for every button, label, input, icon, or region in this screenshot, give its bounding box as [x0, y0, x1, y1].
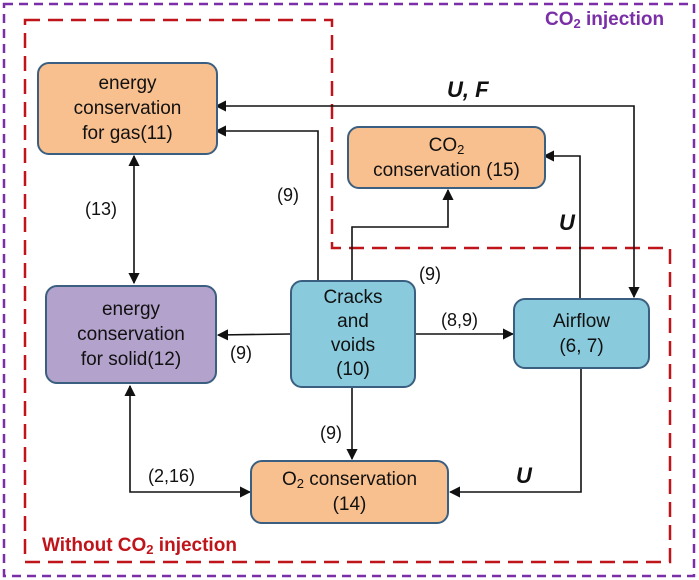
node-cracks-line2: and	[337, 311, 369, 332]
node-airflow-line1: Airflow	[552, 310, 610, 332]
node-energy-solid-line2: conservation	[77, 324, 185, 345]
node-cracks-line1: Cracks	[323, 287, 383, 308]
label-cracks-gas: (9)	[277, 185, 299, 205]
node-airflow[interactable]: Airflow (6, 7)	[513, 298, 650, 369]
label-u-f: U, F	[447, 77, 489, 102]
node-o2-line1: O2 conservation	[281, 469, 418, 491]
node-o2-conservation[interactable]: O2 conservation (14)	[250, 460, 449, 524]
arrow-airflow-co2	[542, 150, 581, 298]
node-co2-line2: conservation (15)	[373, 159, 520, 181]
label-cracks-solid: (9)	[230, 343, 252, 363]
label-solid-o2: (2,16)	[148, 466, 196, 486]
arrow-cracks-co2	[351, 188, 454, 281]
arrow-cracks-solid	[216, 329, 291, 341]
node-energy-solid[interactable]: energy conservation for solid(12)	[45, 285, 217, 384]
label-u-co2: U	[559, 210, 575, 235]
without-co2-injection-label: Without CO2 injection	[42, 535, 237, 557]
label-gas-solid: (13)	[85, 199, 118, 219]
node-energy-solid-line1: energy	[101, 299, 161, 320]
node-energy-gas-line2: conservation	[73, 98, 182, 119]
node-airflow-line2: (6, 7)	[559, 335, 604, 357]
node-energy-gas[interactable]: energy conservation for gas(11)	[37, 62, 218, 155]
label-cracks-co2: (9)	[419, 264, 441, 284]
label-cracks-airflow: (8,9)	[441, 310, 479, 330]
label-u-o2: U	[516, 463, 532, 488]
arrow-airflow-o2	[448, 369, 582, 498]
label-cracks-o2: (9)	[320, 423, 342, 443]
node-energy-gas-line1: energy	[98, 73, 157, 94]
arrow-solid-o2	[124, 384, 252, 498]
node-cracks-line4: (10)	[336, 359, 370, 380]
co2-injection-label: CO2 injection	[545, 9, 665, 31]
node-co2-line1: CO2	[428, 134, 465, 157]
arrow-cracks-gas	[214, 125, 319, 281]
node-o2-line2: (14)	[332, 494, 367, 515]
node-energy-gas-line3: for gas(11)	[82, 123, 173, 144]
node-cracks-line3: voids	[330, 335, 376, 356]
node-energy-solid-line3: for solid(12)	[80, 349, 182, 370]
without-co2-injection-boundary	[23, 18, 672, 564]
node-cracks-voids[interactable]: Cracks and voids (10)	[290, 280, 416, 388]
connectors	[124, 100, 640, 498]
node-co2-conservation[interactable]: CO2 conservation (15)	[347, 126, 546, 189]
arrow-gas-airflow	[214, 100, 640, 299]
